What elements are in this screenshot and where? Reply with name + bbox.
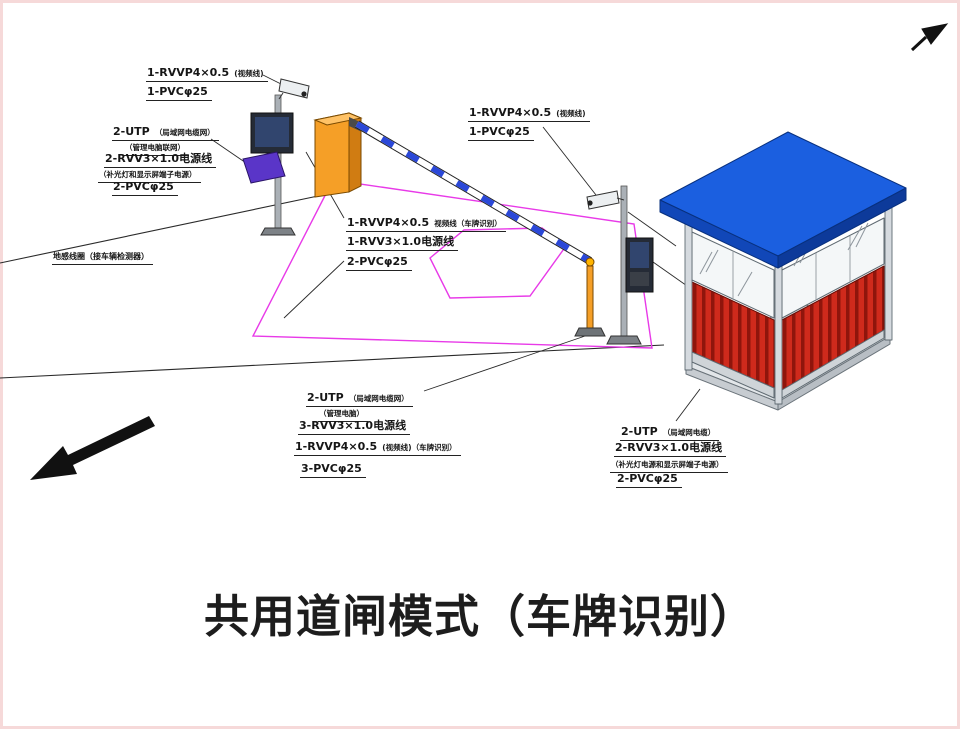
diagram-title: 共用道闸模式（车牌识别） bbox=[203, 590, 757, 643]
leader-right-group bbox=[675, 388, 701, 422]
label-note: （局域网电缆网） bbox=[154, 128, 215, 137]
label-text: 2-RVV3×1.0电源线 bbox=[105, 152, 213, 165]
cable-camera2-booth bbox=[627, 211, 677, 247]
label-text: 2-PVCφ25 bbox=[113, 180, 174, 193]
camera-pole-2 bbox=[586, 185, 654, 345]
booth-roof bbox=[659, 131, 907, 269]
lpr-camera-2 bbox=[586, 190, 625, 210]
pole2-base bbox=[606, 335, 642, 345]
label-text: 2-UTP bbox=[621, 425, 658, 438]
cable-label-bottom-l3: 3-RVV3×1.0电源线 bbox=[298, 416, 411, 435]
label-text: 1-RVVP4×0.5 bbox=[347, 216, 430, 229]
direction-arrow-large-icon bbox=[30, 416, 155, 480]
cable-label-center-l3: 2-PVCφ25 bbox=[346, 252, 412, 271]
label-text: 1-RVV3×1.0电源线 bbox=[347, 235, 455, 248]
label-note: （补光灯电源和显示屏端子电源） bbox=[611, 460, 724, 469]
lpr-camera-1 bbox=[278, 78, 310, 100]
road-lines bbox=[0, 195, 665, 379]
label-text: 2-PVCφ25 bbox=[347, 255, 408, 268]
leader-bottom-group bbox=[423, 334, 589, 392]
cable-label-left-l5: 2-PVCφ25 bbox=[112, 177, 178, 196]
label-note: （补光灯和显示屏端子电源） bbox=[99, 170, 197, 179]
label-note: （局域网电缆） bbox=[662, 428, 716, 437]
direction-arrow-small-icon bbox=[910, 23, 949, 52]
cable-label-left-l4: （补光灯和显示屏端子电源） bbox=[98, 164, 201, 183]
label-text: 2-UTP bbox=[307, 391, 344, 404]
label-text: 1-RVVP4×0.5 bbox=[295, 440, 378, 453]
cable-label-right-l3: （补光灯电源和显示屏端子电源） bbox=[610, 454, 728, 473]
cable-label-left-l3: 2-RVV3×1.0电源线 bbox=[104, 149, 217, 168]
barrier-cabinet bbox=[313, 112, 363, 198]
guard-booth bbox=[659, 131, 907, 411]
cables bbox=[627, 211, 691, 289]
label-note: 视频线（车牌识别） bbox=[434, 219, 502, 228]
fill-light bbox=[242, 151, 286, 184]
lane-zone-outline bbox=[251, 179, 653, 349]
label-text: 1-PVCφ25 bbox=[147, 85, 208, 98]
cabinet-front bbox=[314, 112, 350, 198]
cable-label-camera1-line1: 1-RVVP4×0.5 (视频线) bbox=[146, 63, 268, 82]
label-text: 1-RVVP4×0.5 bbox=[469, 106, 552, 119]
camera1-lens bbox=[301, 91, 307, 97]
leader-camera2 bbox=[542, 126, 597, 196]
cable-label-center-l2: 1-RVV3×1.0电源线 bbox=[346, 232, 459, 251]
booth-left-face bbox=[691, 231, 775, 399]
camera2-lens bbox=[587, 200, 593, 206]
led-display-1 bbox=[250, 112, 294, 154]
label-text: 2-UTP bbox=[113, 125, 150, 138]
cabinet-top bbox=[313, 112, 363, 126]
led-display-2 bbox=[625, 237, 654, 293]
arm-rest-post bbox=[574, 257, 606, 337]
label-note: (视频线) bbox=[234, 69, 264, 78]
road-line-upper bbox=[0, 195, 319, 264]
roof-edge-right bbox=[777, 187, 907, 269]
cable-label-right-l1: 2-UTP （局域网电缆） bbox=[620, 422, 720, 441]
barrier-arm bbox=[354, 120, 593, 265]
leader-lines bbox=[210, 74, 701, 422]
cable-label-camera2-line2: 1-PVCφ25 bbox=[468, 122, 534, 141]
cable-label-ground-loop: 地感线圈（接车辆检测器） bbox=[52, 246, 153, 265]
label-text: 地感线圈（接车辆检测器） bbox=[53, 252, 149, 261]
road-line-lower bbox=[0, 344, 665, 379]
label-note: (视频线) bbox=[556, 109, 586, 118]
cable-label-right-l4: 2-PVCφ25 bbox=[616, 469, 682, 488]
cable-label-camera1-line2: 1-PVCφ25 bbox=[146, 82, 212, 101]
cable-label-right-l2: 2-RVV3×1.0电源线 bbox=[614, 438, 727, 457]
leader-center-down bbox=[283, 260, 345, 319]
cable-label-bottom-l2: （管理电脑） bbox=[318, 403, 368, 422]
label-text: 2-RVV3×1.0电源线 bbox=[615, 441, 723, 454]
label-text: 1-RVVP4×0.5 bbox=[147, 66, 230, 79]
camera-pole-1 bbox=[242, 78, 310, 236]
label-text: 3-RVV3×1.0电源线 bbox=[299, 419, 407, 432]
cable-label-center-l1: 1-RVVP4×0.5 视频线（车牌识别） bbox=[346, 213, 506, 232]
label-note: （局域网电缆网） bbox=[348, 394, 409, 403]
cable-label-left-l1: 2-UTP （局域网电缆网） bbox=[112, 122, 219, 141]
cable-label-left-l2: （管理电脑联网） bbox=[124, 137, 189, 156]
label-note: （管理电脑） bbox=[319, 409, 364, 418]
cable-label-camera2-line1: 1-RVVP4×0.5 (视频线) bbox=[468, 103, 590, 122]
label-text: 1-PVCφ25 bbox=[469, 125, 530, 138]
leader-left-group bbox=[210, 138, 250, 166]
pole1-base bbox=[260, 227, 296, 236]
label-text: 2-PVCφ25 bbox=[617, 472, 678, 485]
window-glare bbox=[699, 222, 869, 297]
cable-label-bottom-l4: 1-RVVP4×0.5 (视频线)（车牌识别） bbox=[294, 437, 461, 456]
label-note: (视频线)（车牌识别） bbox=[382, 443, 457, 452]
cable-label-bottom-l1: 2-UTP （局域网电缆网） bbox=[306, 388, 413, 407]
label-note: （管理电脑联网） bbox=[125, 143, 185, 152]
cable-label-bottom-l5: 3-PVCφ25 bbox=[300, 459, 366, 478]
barrier-gate bbox=[313, 112, 606, 337]
cable-display2-booth bbox=[652, 261, 691, 289]
label-text: 3-PVCφ25 bbox=[301, 462, 362, 475]
